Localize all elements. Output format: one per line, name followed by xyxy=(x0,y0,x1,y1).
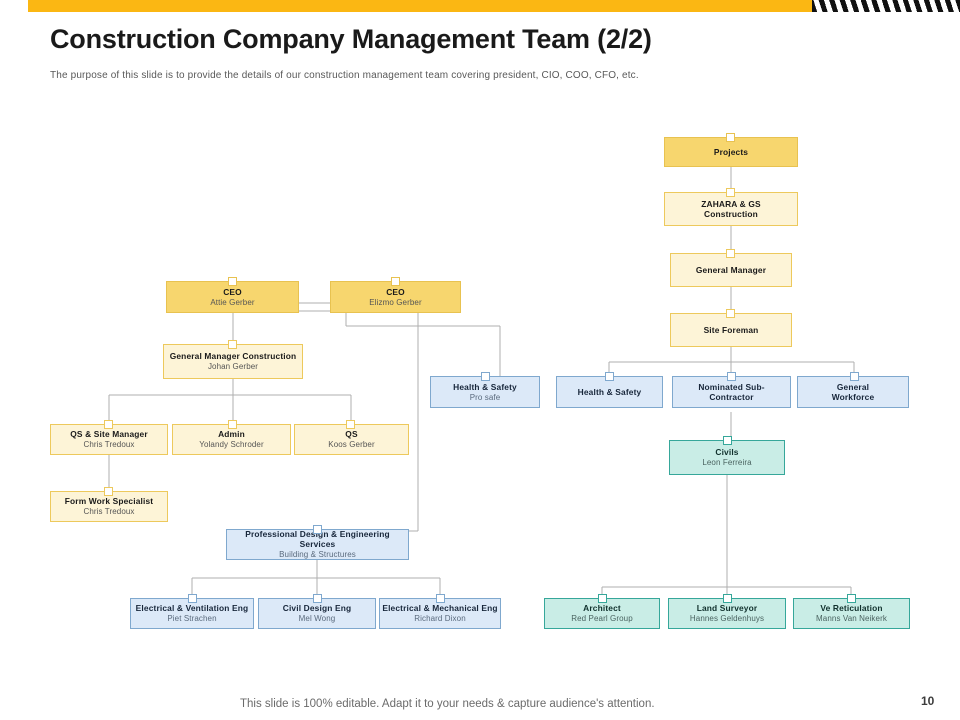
node-title: General Manager xyxy=(695,264,767,275)
footer-note: This slide is 100% editable. Adapt it to… xyxy=(240,698,655,710)
node-title: Electrical & Mechanical Eng xyxy=(382,603,498,613)
node-title: Electrical & Ventilation Eng xyxy=(135,603,249,613)
node-subtitle: Yolandy Schroder xyxy=(199,440,264,450)
node-title: General xyxy=(836,381,870,392)
connector-anchor xyxy=(228,277,237,286)
node-title: Nominated Sub- xyxy=(698,381,765,392)
connector-anchor xyxy=(228,340,237,349)
connector-anchor xyxy=(104,420,113,429)
node-projects[interactable]: Projects xyxy=(664,137,798,167)
page-subtitle: The purpose of this slide is to provide … xyxy=(50,70,639,81)
node-subtitle: Richard Dixon xyxy=(414,614,466,624)
node-subtitle: Elizmo Gerber xyxy=(369,297,422,307)
node-subtitle: Manns Van Neikerk xyxy=(816,614,887,624)
node-subtitle: Pro safe xyxy=(469,392,501,402)
node-ceo-attie-gerber[interactable]: CEO Attie Gerber xyxy=(166,281,299,313)
connector-anchor xyxy=(391,277,400,286)
page-title: Construction Company Management Team (2/… xyxy=(50,24,652,54)
node-title: ZAHARA & GS xyxy=(701,198,761,209)
node-subtitle: Hannes Geldenhuys xyxy=(689,614,765,624)
decorative-top-bar xyxy=(0,0,960,12)
node-title: Admin xyxy=(218,429,245,439)
connector-anchor xyxy=(726,309,735,318)
node-architect[interactable]: Architect Red Pearl Group xyxy=(544,598,660,629)
node-title-line2: Construction xyxy=(704,209,758,219)
connector-anchor xyxy=(726,188,735,197)
node-title: Site Foreman xyxy=(703,324,759,335)
node-subtitle: Mel Wong xyxy=(298,614,336,624)
node-subtitle: Attie Gerber xyxy=(210,297,255,307)
node-subtitle: Leon Ferreira xyxy=(702,458,752,468)
connector-anchor xyxy=(313,525,322,534)
node-title: Architect xyxy=(583,603,621,613)
node-electrical-mechanical-eng[interactable]: Electrical & Mechanical Eng Richard Dixo… xyxy=(379,598,501,629)
connector-anchor xyxy=(598,594,607,603)
connector-anchor xyxy=(228,420,237,429)
node-title-line2: Workforce xyxy=(831,392,875,402)
node-title: Ve Reticulation xyxy=(820,603,883,613)
connector-anchor xyxy=(726,249,735,258)
accent-bar xyxy=(28,0,818,12)
connector-anchor xyxy=(605,372,614,381)
node-title: General Manager Construction xyxy=(169,351,297,361)
connector-anchor xyxy=(436,594,445,603)
node-title: CEO xyxy=(386,286,405,297)
connector-anchor xyxy=(723,594,732,603)
connector-anchor xyxy=(850,372,859,381)
node-title-line2: Contractor xyxy=(709,392,754,402)
connector-anchor xyxy=(723,436,732,445)
node-civil-design-eng[interactable]: Civil Design Eng Mel Wong xyxy=(258,598,376,629)
node-site-foreman[interactable]: Site Foreman xyxy=(670,313,792,347)
node-civils[interactable]: Civils Leon Ferreira xyxy=(669,440,785,475)
node-zahara-gs-construction[interactable]: ZAHARA & GS Construction xyxy=(664,192,798,226)
connector-anchor xyxy=(346,420,355,429)
node-general-manager-construction[interactable]: General Manager Construction Johan Gerbe… xyxy=(163,344,303,379)
connector-anchor xyxy=(313,594,322,603)
node-title: Health & Safety xyxy=(453,381,517,392)
node-title: Land Surveyor xyxy=(696,603,758,613)
node-title: QS xyxy=(345,429,358,439)
org-chart: Projects ZAHARA & GS Construction Genera… xyxy=(50,133,910,629)
node-subtitle: Piet Strachen xyxy=(167,614,217,624)
node-subtitle: Koos Gerber xyxy=(328,440,375,450)
node-title: Form Work Specialist xyxy=(64,496,154,506)
node-subtitle: Red Pearl Group xyxy=(571,614,633,624)
connector-anchor xyxy=(481,372,490,381)
node-general-manager[interactable]: General Manager xyxy=(670,253,792,287)
connector-anchor xyxy=(726,133,735,142)
node-subtitle: Johan Gerber xyxy=(207,362,259,372)
connector-anchor xyxy=(104,487,113,496)
node-subtitle: Chris Tredoux xyxy=(83,440,135,450)
node-qs[interactable]: QS Koos Gerber xyxy=(294,424,409,455)
node-nominated-sub-contractor[interactable]: Nominated Sub- Contractor xyxy=(672,376,791,408)
connector-anchor xyxy=(727,372,736,381)
node-title: Civils xyxy=(715,447,739,457)
node-health-safety-prosafe[interactable]: Health & Safety Pro safe xyxy=(430,376,540,408)
connector-anchor xyxy=(188,594,197,603)
node-title: Civil Design Eng xyxy=(282,603,352,613)
page-number: 10 xyxy=(921,694,935,708)
node-general-workforce[interactable]: General Workforce xyxy=(797,376,909,408)
node-title: QS & Site Manager xyxy=(70,429,148,439)
node-title: CEO xyxy=(223,286,242,297)
connector-anchor xyxy=(847,594,856,603)
node-title: Projects xyxy=(713,146,749,157)
node-land-surveyor[interactable]: Land Surveyor Hannes Geldenhuys xyxy=(668,598,786,629)
node-form-work-specialist[interactable]: Form Work Specialist Chris Tredoux xyxy=(50,491,168,522)
node-admin[interactable]: Admin Yolandy Schroder xyxy=(172,424,291,455)
node-title: Health & Safety xyxy=(577,386,642,397)
stripe-pattern-icon xyxy=(812,0,960,12)
connector-layer xyxy=(108,167,855,598)
node-subtitle: Building & Structures xyxy=(279,550,356,560)
node-subtitle: Chris Tredoux xyxy=(83,507,135,517)
